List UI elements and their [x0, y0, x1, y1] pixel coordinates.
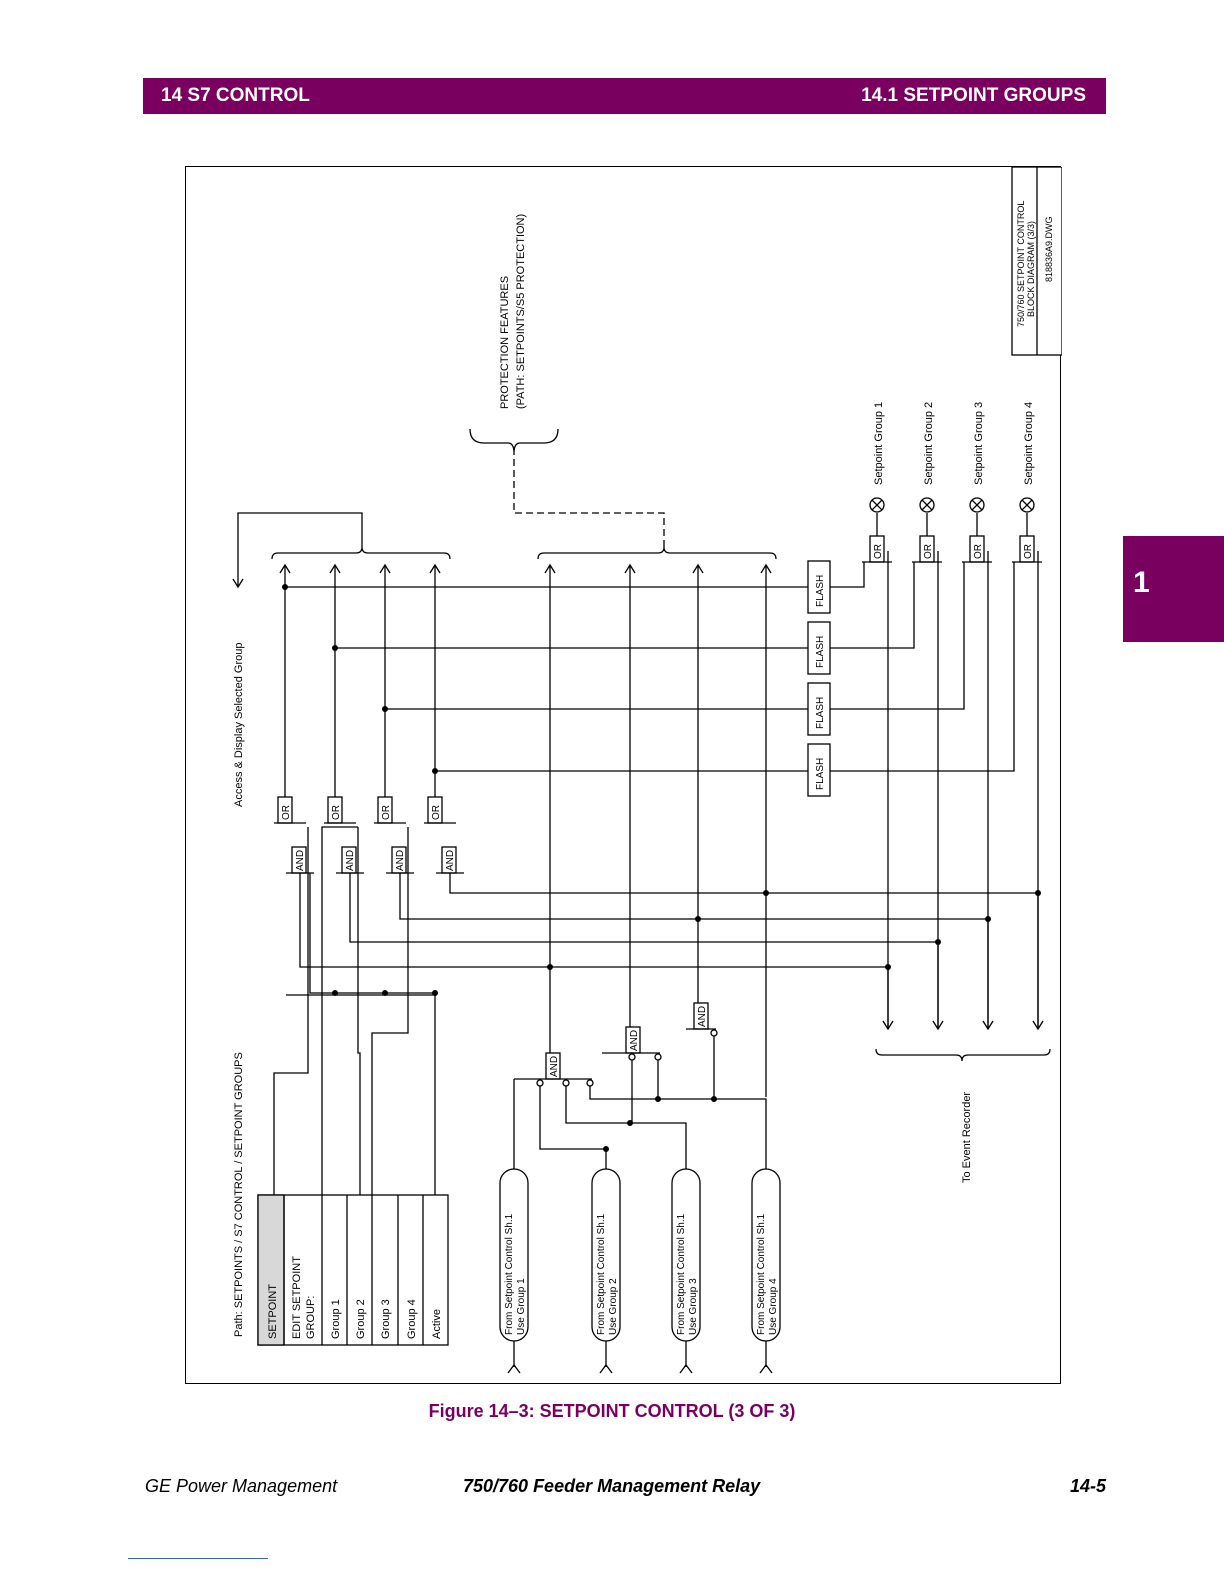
and-gate-label: AND [295, 850, 306, 871]
protection-lines [469, 428, 777, 1097]
footer-product: 750/760 Feeder Management Relay [463, 1476, 761, 1496]
flash-feed-lines [285, 586, 808, 772]
footer-company: GE Power Management [145, 1476, 338, 1496]
flash-gates: FLASH FLASH FLASH FLASH [807, 560, 1015, 797]
table-wires [273, 826, 436, 1195]
footer-rule [128, 1558, 268, 1559]
and-gate-label: AND [395, 850, 406, 871]
from-block-line-1: From Setpoint Control Sh.1 [504, 1213, 515, 1335]
title-block: 750/760 SETPOINT CONTROL BLOCK DIAGRAM (… [1011, 166, 1063, 356]
chapter-tab[interactable]: 1 [1123, 536, 1224, 642]
or-gate-label: OR [331, 805, 342, 820]
left-or-gates: OR OR OR OR [274, 796, 456, 824]
or-gate-label: OR [873, 544, 884, 559]
from-block-line-1: From Setpoint Control Sh.1 [676, 1213, 687, 1335]
chapter-title: 14 S7 CONTROL [161, 85, 310, 106]
setpoint-table-row: Group 4 [406, 1299, 418, 1339]
flash-gate-label: FLASH [815, 758, 826, 790]
setpoint-group-output: Setpoint Group 4 [1023, 402, 1035, 485]
and-input-buses [299, 873, 1039, 1029]
setpoint-table-row: Group 2 [355, 1299, 367, 1339]
section-title: 14.1 SETPOINT GROUPS [861, 85, 1086, 106]
lower-and-gates: AND AND AND [514, 1002, 718, 1087]
from-blocks: From Setpoint Control Sh.1 Use Group 1 F… [499, 1168, 781, 1374]
event-recorder-label: To Event Recorder [961, 1092, 973, 1183]
from-block-line-2: Use Group 3 [688, 1278, 699, 1335]
or-gate-label: OR [1023, 544, 1034, 559]
flash-gate-label: FLASH [815, 697, 826, 729]
from-block-line-1: From Setpoint Control Sh.1 [756, 1213, 767, 1335]
and-gate-label: AND [345, 850, 356, 871]
or-gate-label: OR [431, 805, 442, 820]
lower-logic-wires [513, 1036, 767, 1169]
setpoint-group-output: Setpoint Group 2 [923, 402, 935, 485]
title-block-line-1: 750/760 SETPOINT CONTROL [1016, 201, 1026, 327]
setpoint-table-row: Active [431, 1309, 443, 1339]
and-gate-label: AND [445, 850, 456, 871]
from-block-line-2: Use Group 2 [608, 1278, 619, 1335]
left-and-gates: AND AND AND AND [286, 846, 464, 874]
setpoint-table-row: Group 1 [330, 1299, 342, 1339]
or-gate-label: OR [281, 805, 292, 820]
output-or-gates: OR OR OR OR [862, 497, 1042, 563]
from-block-line-1: From Setpoint Control Sh.1 [596, 1213, 607, 1335]
access-lines [232, 512, 451, 797]
setpoint-group-output: Setpoint Group 3 [973, 402, 985, 485]
protection-features-label: PROTECTION FEATURES [499, 276, 511, 409]
setpoint-group-output: Setpoint Group 1 [873, 402, 885, 485]
and-gate-label: AND [549, 1056, 560, 1077]
access-display-label: Access & Display Selected Group [233, 643, 245, 807]
drawing-number: 818836A9.DWG [1044, 216, 1054, 282]
or-gate-label: OR [973, 544, 984, 559]
flash-gate-label: FLASH [815, 636, 826, 668]
figure-caption: Figure 14–3: SETPOINT CONTROL (3 OF 3) [428, 1401, 796, 1421]
setpoint-control-diagram: 750/760 SETPOINT CONTROL BLOCK DIAGRAM (… [232, 166, 1063, 1374]
and-gate-label: AND [629, 1030, 640, 1051]
flash-gate-label: FLASH [815, 575, 826, 607]
from-block-line-2: Use Group 1 [516, 1278, 527, 1335]
protection-path-label: (PATH: SETPOINTS/S5 PROTECTION) [515, 214, 527, 409]
from-block-line-2: Use Group 4 [768, 1278, 779, 1335]
setpoint-table-title-2: GROUP: [305, 1296, 317, 1339]
title-block-line-2: BLOCK DIAGRAM (3/3) [1026, 221, 1036, 317]
footer-page-number: 14-5 [1069, 1476, 1106, 1496]
output-labels: Setpoint Group 1 Setpoint Group 2 Setpoi… [873, 402, 1035, 485]
setpoint-table: SETPOINT EDIT SETPOINT GROUP: Group 1 Gr… [257, 1194, 449, 1346]
junction-dots [282, 584, 1041, 1152]
and-gate-label: AND [697, 1006, 708, 1027]
or-gate-label: OR [381, 805, 392, 820]
page-header: 14 S7 CONTROL 14.1 SETPOINT GROUPS [143, 78, 1106, 114]
path-label: Path: SETPOINTS / S7 CONTROL / SETPOINT … [233, 1052, 245, 1337]
or-gate-label: OR [923, 544, 934, 559]
diagram-frame: 750/760 SETPOINT CONTROL BLOCK DIAGRAM (… [185, 166, 1063, 1384]
setpoint-table-row: Group 3 [380, 1299, 392, 1339]
setpoint-table-title-1: EDIT SETPOINT [291, 1256, 303, 1339]
setpoint-table-header: SETPOINT [267, 1284, 279, 1339]
chapter-tab-label: 1 [1133, 566, 1150, 599]
event-recorder-arrows [875, 551, 1051, 1062]
